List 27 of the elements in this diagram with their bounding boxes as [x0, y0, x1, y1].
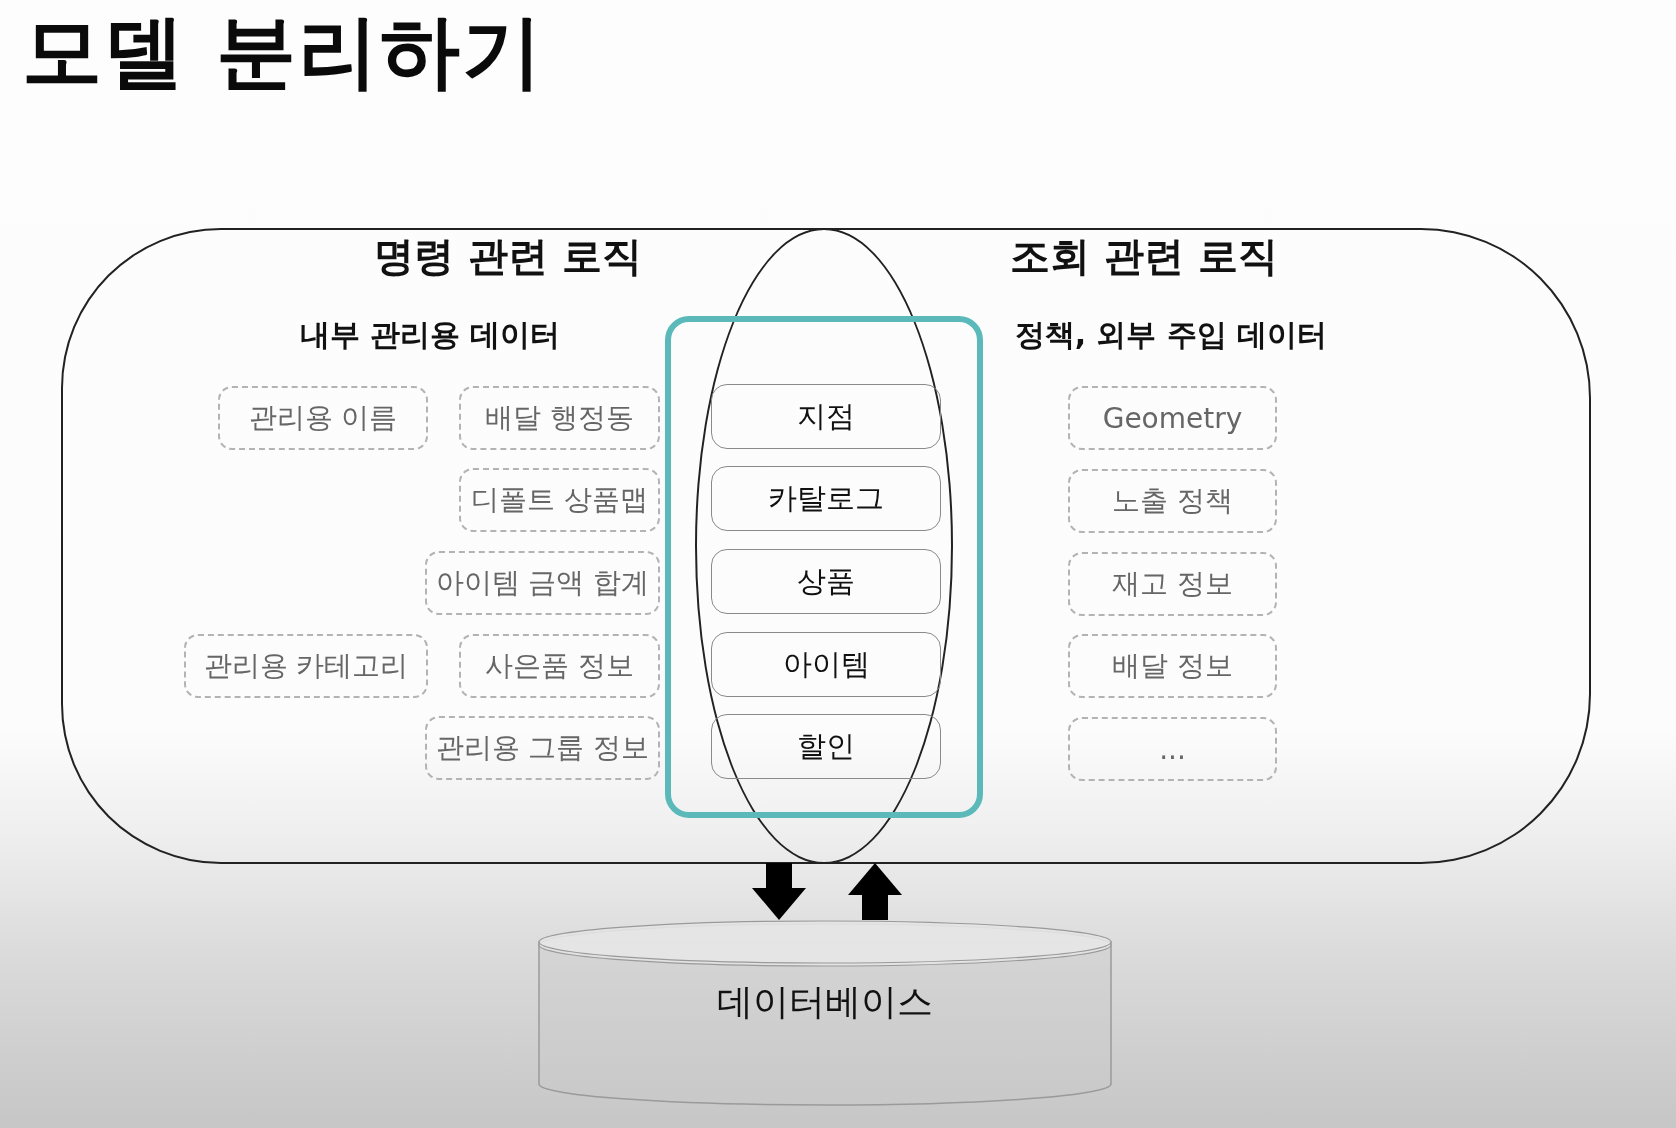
item-box: 카탈로그 — [711, 466, 941, 531]
section-heading: 정책, 외부 주입 데이터 — [1014, 317, 1328, 353]
region-title: 조회 관련 로직 — [1010, 232, 1278, 280]
item-box: 아이템 — [711, 632, 941, 697]
page-title: 모델 분리하기 — [22, 8, 544, 96]
arrow — [752, 863, 806, 920]
item-box: 상품 — [711, 549, 941, 614]
dashed-item-box: 재고 정보 — [1068, 552, 1277, 616]
dashed-item-box: 디폴트 상품맵 — [459, 468, 660, 532]
dashed-item-box: Geometry — [1068, 386, 1277, 450]
dashed-item-box: ... — [1068, 717, 1277, 781]
dashed-item-box: 아이템 금액 합계 — [425, 551, 660, 615]
dashed-item-box: 노출 정책 — [1068, 469, 1277, 533]
section-heading: 내부 관리용 데이터 — [299, 317, 561, 353]
dashed-item-box: 배달 정보 — [1068, 634, 1277, 698]
region-title: 명령 관련 로직 — [374, 232, 642, 280]
dashed-item-box: 관리용 그룹 정보 — [425, 716, 660, 780]
rounded-region — [695, 228, 1591, 864]
dashed-item-box: 사은품 정보 — [459, 634, 660, 698]
arrow — [848, 863, 902, 920]
rounded-region — [61, 228, 953, 864]
dashed-item-box: 관리용 이름 — [218, 386, 428, 450]
highlight-frame — [665, 316, 983, 818]
dashed-item-box: 배달 행정동 — [459, 386, 660, 450]
item-box: 지점 — [711, 384, 941, 449]
item-box: 할인 — [711, 714, 941, 779]
dashed-item-box: 관리용 카테고리 — [184, 634, 428, 698]
